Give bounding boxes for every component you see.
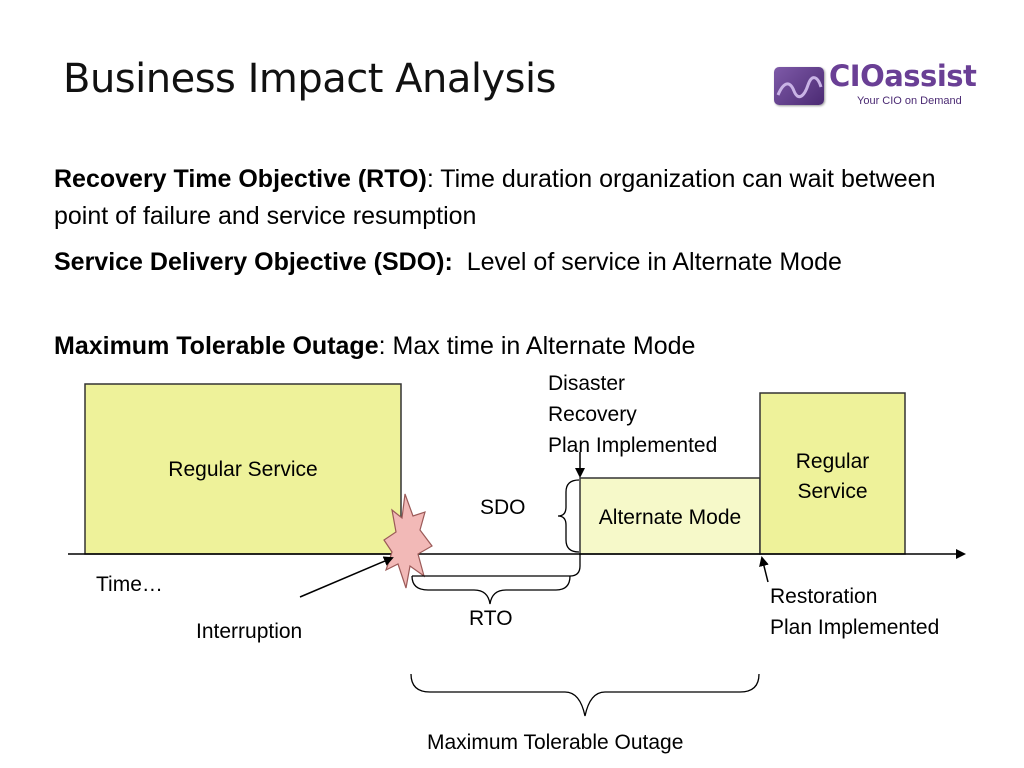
- restoration-arrow: [759, 556, 769, 583]
- definition-text: Max time in Alternate Mode: [392, 332, 696, 360]
- rto-brace: [411, 575, 571, 605]
- interruption-burst-icon: [383, 493, 433, 589]
- definition-rto: Recovery Time Objective (RTO): Time dura…: [54, 161, 974, 235]
- regular-service-right-line2: Service: [797, 480, 868, 503]
- disaster-line3: Plan Implemented: [548, 434, 718, 457]
- rto-connector-line: [412, 554, 581, 577]
- regular-service-label-left: Regular Service: [168, 458, 318, 481]
- definition-sdo: Service Delivery Objective (SDO): Level …: [54, 244, 974, 281]
- alternate-mode-box: [579, 477, 761, 555]
- definition-term: Recovery Time Objective (RTO): [54, 165, 427, 193]
- definition-separator: :: [426, 165, 441, 193]
- disaster-recovery-label: Disaster Recovery Plan Implemented: [548, 368, 717, 461]
- definition-text: Time duration organization can wait betw…: [54, 165, 936, 230]
- sdo-label: SDO: [480, 496, 526, 519]
- definition-term: Maximum Tolerable Outage: [54, 332, 379, 360]
- interruption-arrow: [299, 556, 394, 598]
- restoration-label: Restoration Plan Implemented: [770, 581, 939, 643]
- sdo-brace: [557, 479, 580, 553]
- disaster-line1: Disaster: [548, 372, 626, 395]
- logo-tagline: Your CIO on Demand: [857, 95, 962, 107]
- regular-service-box-right: [759, 392, 906, 555]
- restoration-line2: Plan Implemented: [770, 616, 940, 639]
- logo-icon: [774, 67, 824, 105]
- mto-label: Maximum Tolerable Outage: [427, 731, 684, 754]
- disaster-line2: Recovery: [548, 403, 637, 426]
- regular-service-right-line1: Regular: [795, 450, 870, 473]
- restoration-line1: Restoration: [770, 585, 878, 608]
- regular-service-label-right: Regular Service: [760, 447, 905, 507]
- mto-brace: [410, 673, 760, 717]
- logo-name: CIOassist: [829, 59, 977, 93]
- definition-separator: :: [378, 332, 393, 360]
- definition-text: Level of service in Alternate Mode: [466, 248, 842, 276]
- regular-service-box-left: [84, 383, 402, 555]
- logo: CIOassist Your CIO on Demand: [774, 59, 1000, 108]
- interruption-label: Interruption: [196, 620, 303, 643]
- alternate-mode-label: Alternate Mode: [598, 506, 742, 529]
- page-title: Business Impact Analysis: [63, 56, 556, 102]
- rto-label: RTO: [469, 607, 513, 630]
- definition-term: Service Delivery Objective (SDO):: [54, 248, 453, 276]
- time-label: Time…: [96, 573, 163, 596]
- definition-mto: Maximum Tolerable Outage: Max time in Al…: [54, 328, 974, 365]
